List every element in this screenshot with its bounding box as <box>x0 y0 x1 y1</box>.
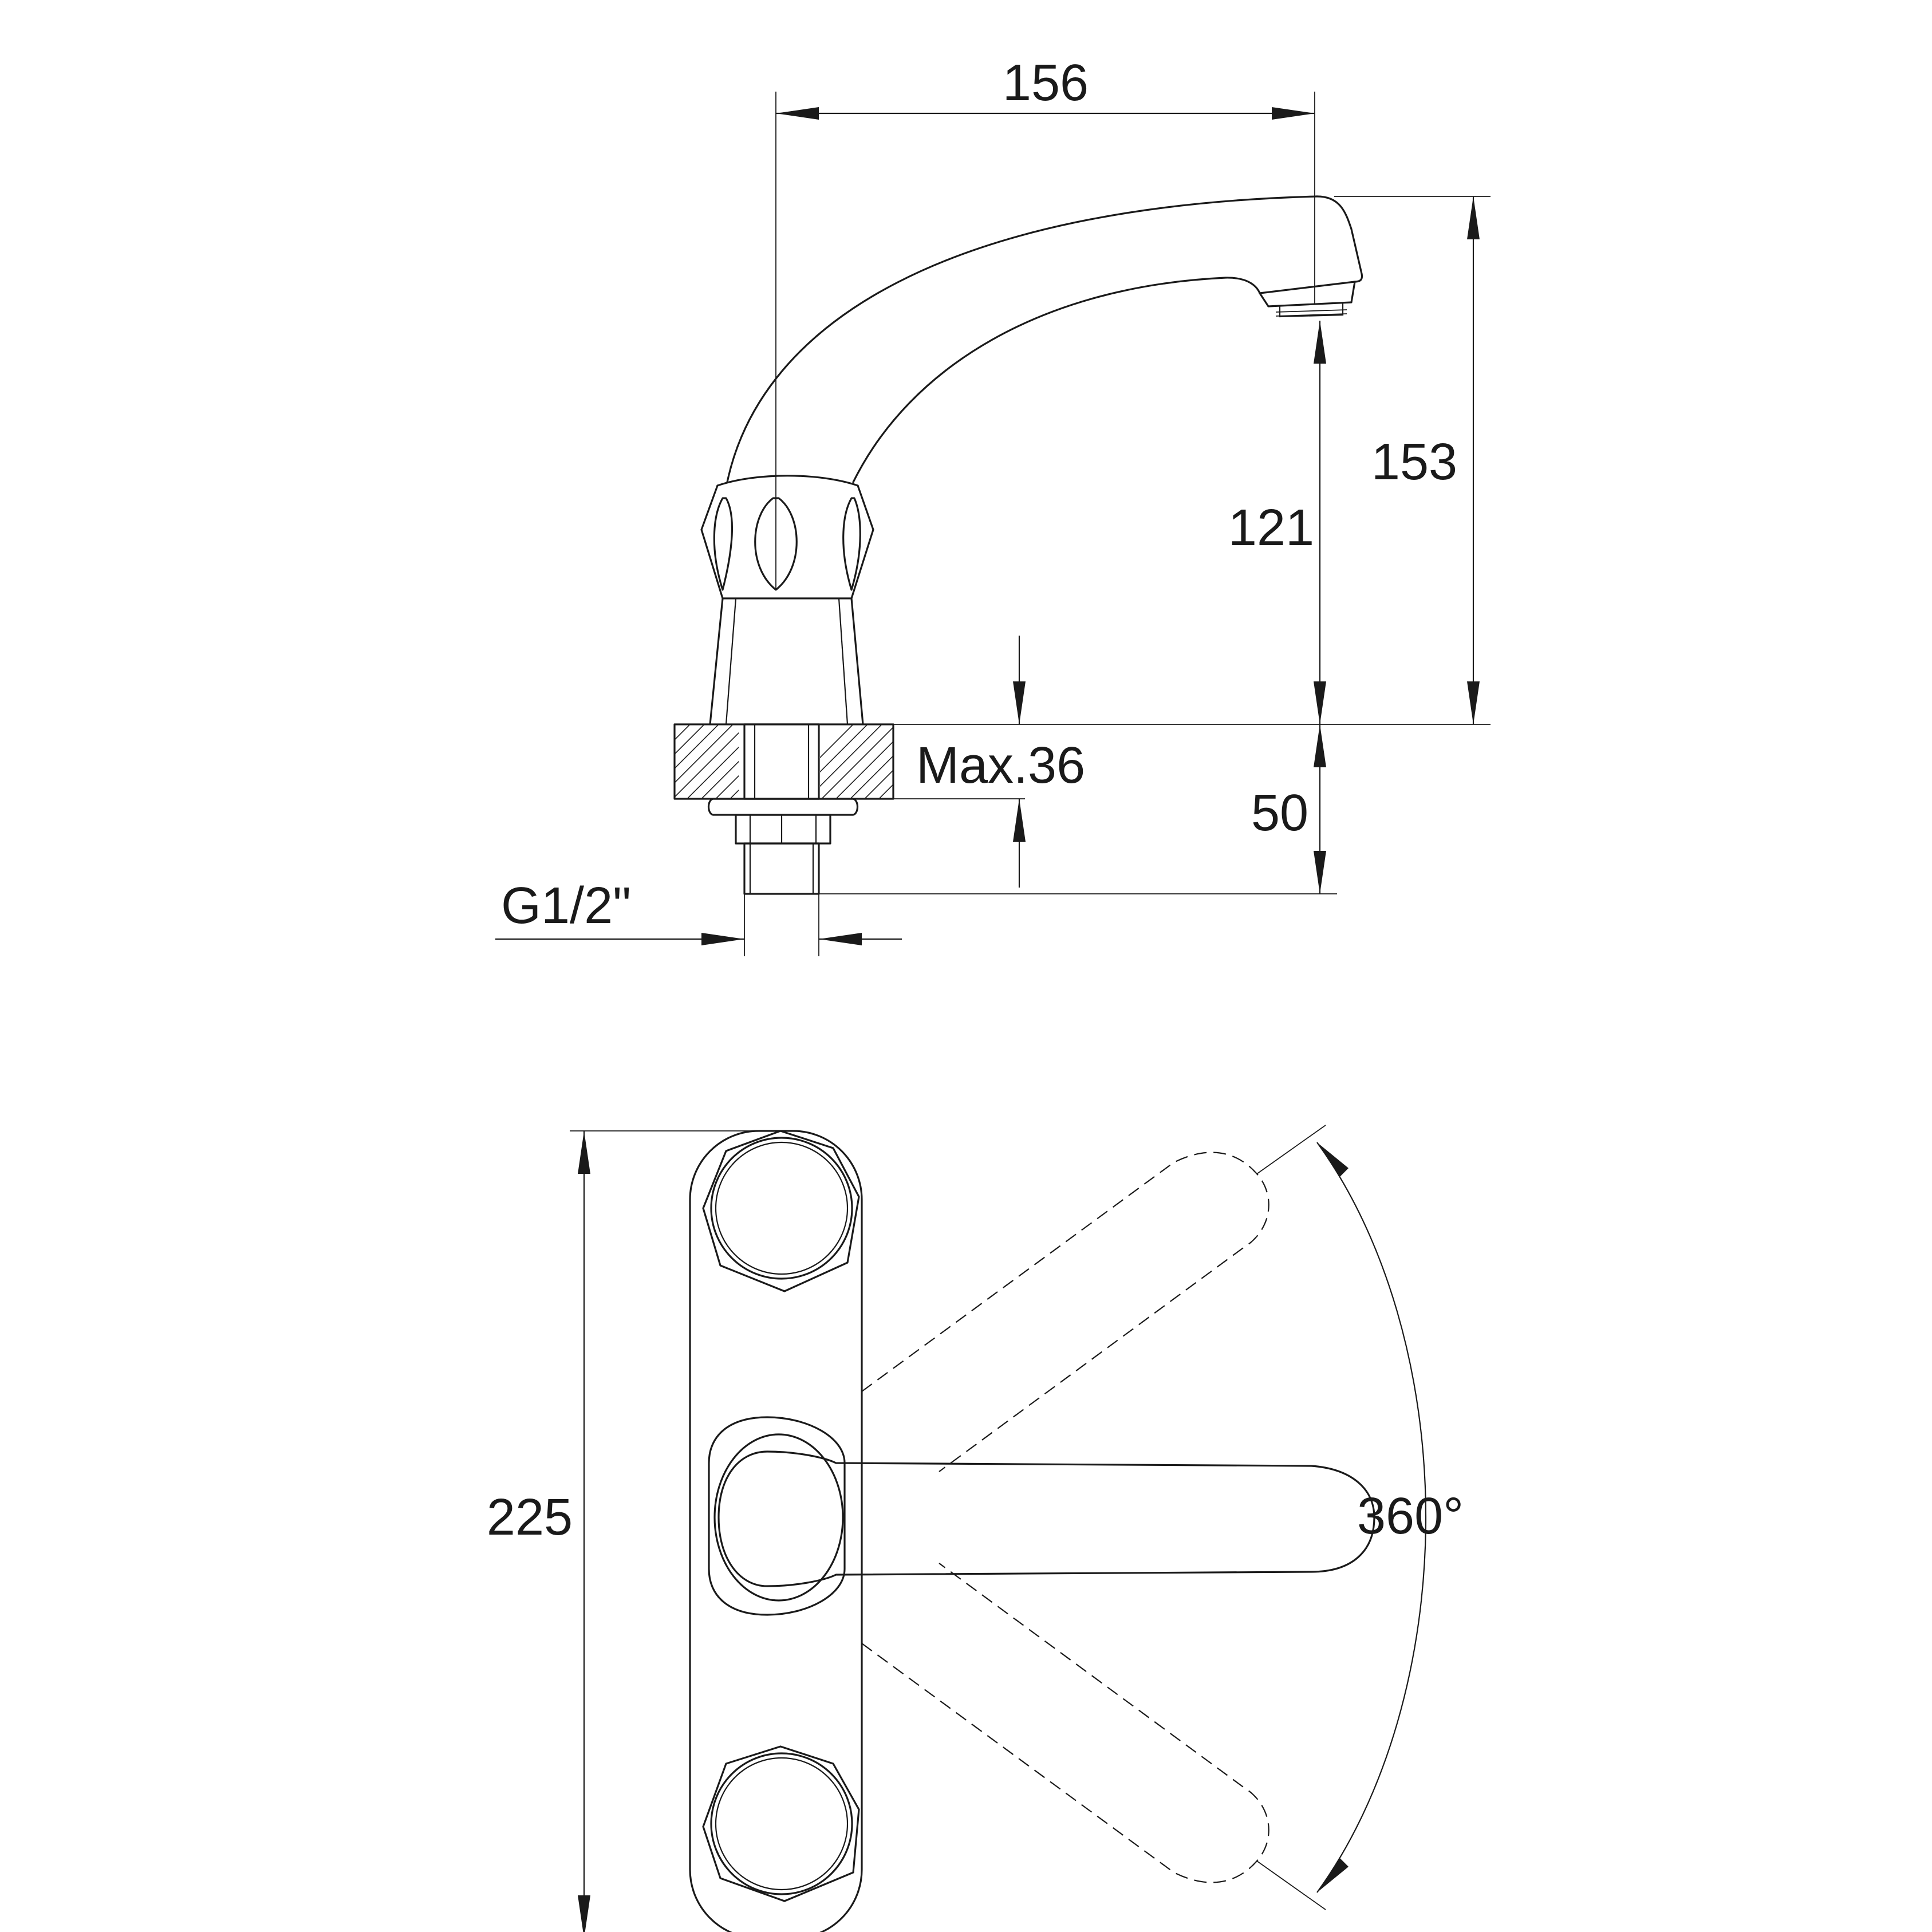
ghost-spout-down <box>861 1563 1269 1883</box>
deck-hatch-left <box>675 724 739 799</box>
deck-hatch-right <box>820 724 893 799</box>
dim-label-g-half-inch: G1/2" <box>501 877 631 935</box>
dimension-max-36: Max.36 <box>893 636 1085 888</box>
dimension-225: 225 <box>487 1130 776 1932</box>
spout-collar <box>700 475 874 726</box>
ghost-spout-up <box>861 1152 1269 1472</box>
dim-label-360-degrees: 360° <box>1357 1488 1464 1545</box>
spout <box>726 195 1363 483</box>
dimension-121: 121 <box>1228 321 1326 724</box>
dimension-156: 156 <box>776 54 1315 303</box>
dimension-50: 50 <box>819 724 1337 894</box>
dim-label-156: 156 <box>1003 54 1089 112</box>
dim-label-50: 50 <box>1251 784 1308 842</box>
dimension-g-half-inch: G1/2" <box>495 877 902 956</box>
dimension-360-degrees: 360° <box>1256 1125 1464 1910</box>
dim-label-153: 153 <box>1371 433 1457 491</box>
top-view: 225 360° <box>487 1125 1464 1932</box>
dimension-153: 153 <box>893 196 1491 725</box>
dim-label-225: 225 <box>487 1489 573 1546</box>
valve-bottom <box>702 1745 860 1902</box>
swivel-collar <box>708 1416 846 1616</box>
dim-label-max-36: Max.36 <box>916 737 1085 794</box>
dim-label-121: 121 <box>1228 499 1314 557</box>
spout-top <box>717 1450 1375 1587</box>
side-view: 156 153 121 Max.36 <box>495 54 1491 956</box>
valve-top <box>702 1130 860 1292</box>
mounting-nut <box>707 798 859 895</box>
